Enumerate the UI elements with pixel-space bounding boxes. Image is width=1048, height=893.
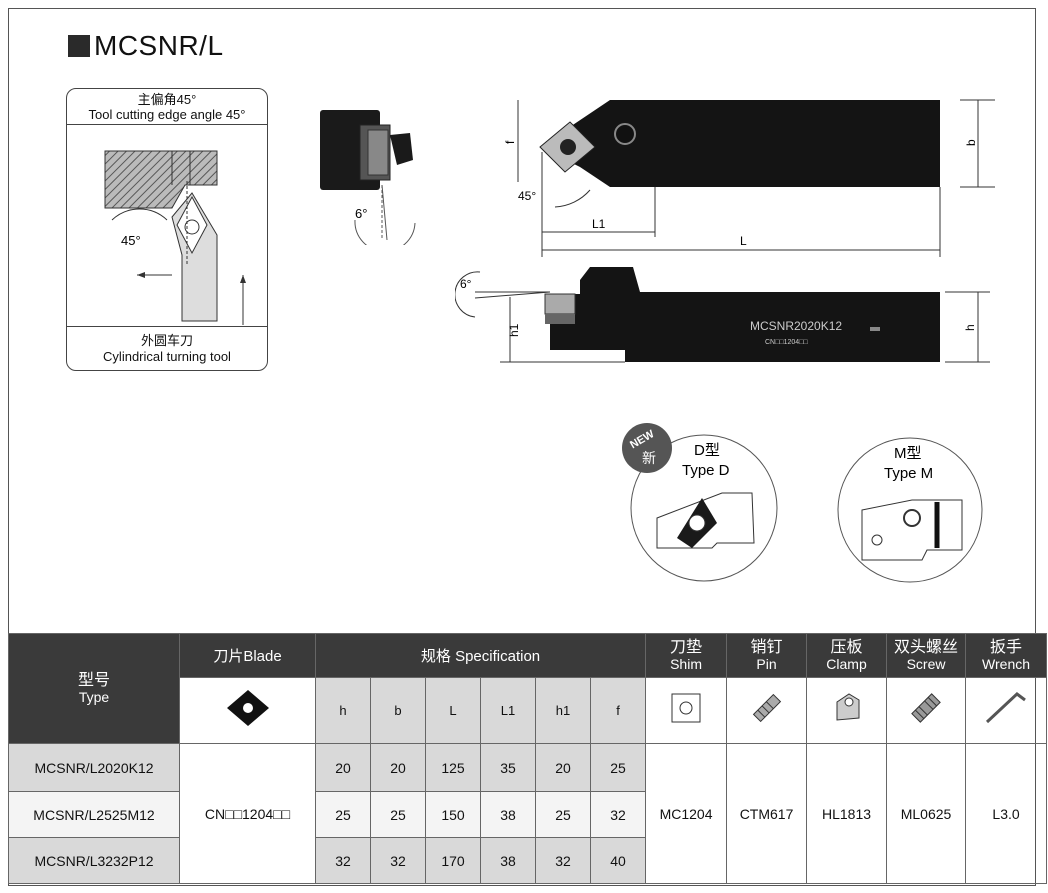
page-title: MCSNR/L <box>68 30 224 62</box>
b-label: b <box>964 139 978 146</box>
table-cell: 38 <box>480 837 536 884</box>
front-angle-label: 6° <box>460 277 472 291</box>
engraving-small-text: CN□□1204□□ <box>765 339 808 346</box>
type-header-en: Type <box>78 689 110 705</box>
type-m-diagram: M型 Type M <box>837 437 983 583</box>
pin-image-cell <box>726 677 808 744</box>
table-cell: 125 <box>425 743 481 792</box>
angle-box-angle-label: 45° <box>121 233 141 248</box>
type-d-zh: D型 <box>694 442 720 459</box>
spec-header: 规格 Specification <box>314 633 647 678</box>
top-angle-label: 45° <box>518 189 536 203</box>
clamp-value: HL1813 <box>806 743 888 884</box>
table-cell: 20 <box>315 743 371 792</box>
table-cell: 25 <box>589 743 647 792</box>
angle-box-title-en: Tool cutting edge angle 45° <box>88 107 246 122</box>
table-cell: 35 <box>480 743 536 792</box>
top-view-drawing: f b 45° L1 L <box>503 99 995 257</box>
table-cell: 32 <box>535 837 591 884</box>
spec-col-h: h <box>315 677 371 744</box>
screw-icon <box>911 693 941 723</box>
wrench-value: L3.0 <box>965 743 1048 884</box>
front-view-drawing: MCSNR2020K12 CN□□1204□□ 6° h1 h <box>455 267 990 363</box>
wrench-image-cell <box>965 677 1048 744</box>
table-cell: 40 <box>589 837 647 884</box>
table-cell: 32 <box>315 837 371 884</box>
blade-header: 刀片Blade <box>179 633 316 678</box>
spec-col-b: b <box>370 677 426 744</box>
shim-image-cell <box>645 677 728 744</box>
cutting-angle-box: 主偏角45° Tool cutting edge angle 45° 45° 外… <box>66 88 268 371</box>
table-row-type: MCSNR/L2020K12 <box>8 743 180 792</box>
spec-col-L1: L1 <box>480 677 536 744</box>
blade-insert-icon <box>226 690 269 726</box>
type-d-en: Type D <box>682 462 730 479</box>
spec-col-L: L <box>425 677 481 744</box>
screw-value: ML0625 <box>886 743 967 884</box>
table-cell: 150 <box>425 791 481 838</box>
engraving-text: MCSNR2020K12 <box>750 319 842 333</box>
table-cell: 25 <box>370 791 426 838</box>
table-cell: 32 <box>370 837 426 884</box>
title-square-icon <box>68 35 90 57</box>
type-m-zh: M型 <box>894 445 922 462</box>
screw-image-cell <box>886 677 967 744</box>
wrench-icon <box>986 692 1026 724</box>
angle-box-foot-zh: 外圆车刀 <box>140 333 193 348</box>
f-label: f <box>503 140 517 144</box>
type-header-zh: 型号 <box>77 672 110 689</box>
shim-value: MC1204 <box>645 743 728 884</box>
side-view-drawing: 6° <box>320 110 416 245</box>
angle-box-header: 主偏角45° Tool cutting edge angle 45° <box>67 89 267 125</box>
type-header: 型号 Type <box>8 633 180 744</box>
type-d-diagram: NEW 新 D型 Type D <box>622 423 778 582</box>
page-frame <box>8 8 1036 886</box>
table-cell: 25 <box>315 791 371 838</box>
angle-box-title-zh: 主偏角45° <box>137 92 197 107</box>
table-cell: 20 <box>535 743 591 792</box>
blade-image-cell <box>179 677 316 744</box>
blade-value: CN□□1204□□ <box>179 743 316 884</box>
table-cell: 170 <box>425 837 481 884</box>
angle-box-foot-en: Cylindrical turning tool <box>103 349 231 364</box>
spec-col-f: f <box>589 677 647 744</box>
table-row-type: MCSNR/L3232P12 <box>8 837 180 884</box>
table-cell: 38 <box>480 791 536 838</box>
cutting-diagram: 45° <box>104 150 246 325</box>
table-cell: 32 <box>589 791 647 838</box>
angle-box-footer: 外圆车刀 Cylindrical turning tool <box>67 326 267 370</box>
shim-icon <box>671 693 701 723</box>
l1-label: L1 <box>592 217 606 231</box>
l-label: L <box>740 234 747 248</box>
h-label: h <box>963 324 977 331</box>
new-badge-zh: 新 <box>642 450 656 466</box>
type-m-en: Type M <box>884 465 933 482</box>
pin-value: CTM617 <box>726 743 808 884</box>
side-view-angle-label: 6° <box>355 206 367 221</box>
h1-label: h1 <box>507 323 521 337</box>
clamp-icon <box>836 693 860 721</box>
spec-col-h1: h1 <box>535 677 591 744</box>
table-cell: 20 <box>370 743 426 792</box>
table-cell: 25 <box>535 791 591 838</box>
table-row-type: MCSNR/L2525M12 <box>8 791 180 838</box>
clamp-image-cell <box>806 677 888 744</box>
pin-icon <box>752 693 781 723</box>
